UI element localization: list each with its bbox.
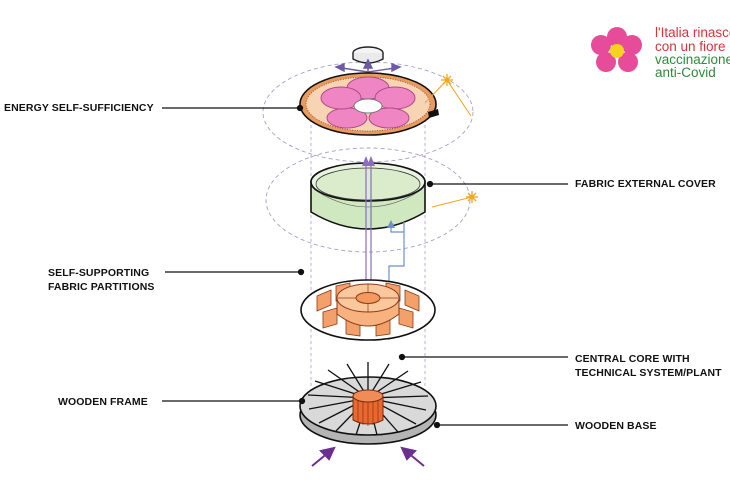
label-core-line1: CENTRAL CORE WITH bbox=[575, 353, 690, 365]
label-fabric-external-cover: FABRIC EXTERNAL COVER bbox=[575, 178, 716, 190]
logo-text-line1: l'Italia rinasce bbox=[655, 25, 730, 40]
fabric-cover-cylinder bbox=[310, 162, 426, 230]
core-arrows bbox=[362, 156, 405, 340]
logo-text-line2: con un fiore bbox=[655, 39, 726, 54]
wooden-frame bbox=[299, 362, 437, 436]
leader-lines bbox=[162, 104, 568, 429]
guide-circle-top bbox=[262, 61, 474, 163]
label-energy-self-sufficiency: ENERGY SELF-SUFFICIENCY bbox=[4, 102, 154, 114]
partitions-disk bbox=[300, 279, 436, 341]
label-core-line2: TECHNICAL SYSTEM/PLANT bbox=[575, 367, 722, 379]
label-wooden-base: WOODEN BASE bbox=[575, 420, 657, 432]
flower-icon-roof bbox=[320, 76, 416, 129]
label-partitions-line2: FABRIC PARTITIONS bbox=[48, 281, 155, 293]
label-partitions-line1: SELF-SUPPORTING bbox=[48, 267, 150, 279]
guide-circle-middle bbox=[265, 147, 471, 253]
sun-icon-middle bbox=[431, 191, 478, 208]
logo-text-line3: vaccinazione bbox=[655, 52, 730, 67]
air-arrows-bottom bbox=[311, 446, 425, 467]
solar-panel-icon bbox=[428, 109, 439, 118]
label-wooden-frame: WOODEN FRAME bbox=[58, 396, 148, 408]
flower-logo-icon bbox=[591, 27, 642, 72]
logo-text-line4: anti-Covid bbox=[655, 65, 716, 80]
guide-circles bbox=[262, 61, 474, 253]
vertical-guides bbox=[310, 95, 426, 420]
air-arrows-top bbox=[334, 58, 402, 90]
sun-icon-top bbox=[424, 74, 472, 118]
energy-roof-disk bbox=[299, 72, 437, 136]
